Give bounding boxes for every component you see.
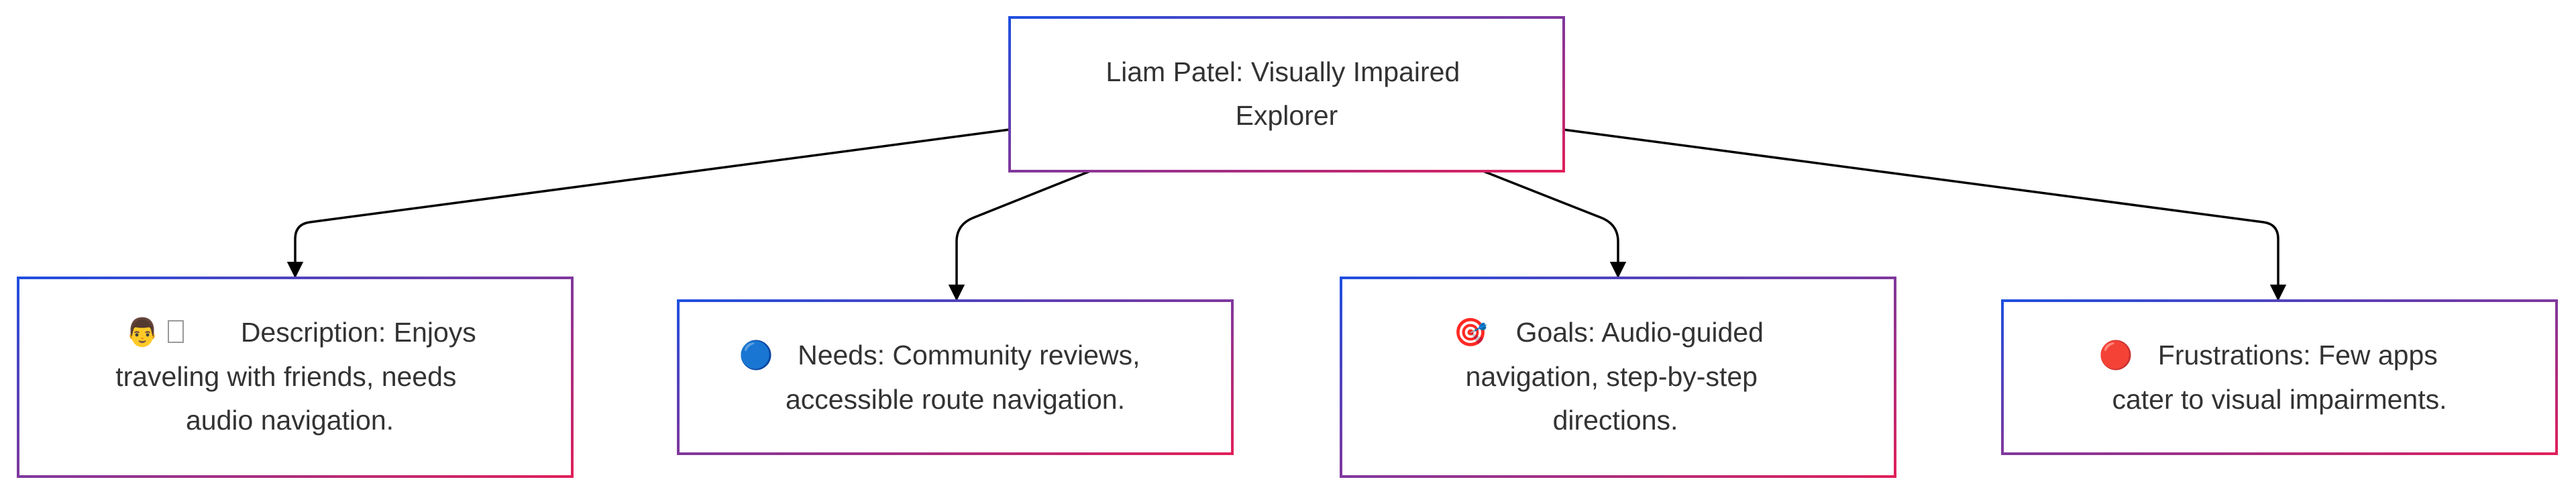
goals-node: 🎯 Goals: Audio-guided navigation, step-b… bbox=[1340, 277, 1896, 478]
edge-root-to-frustrations bbox=[1562, 128, 2287, 301]
needs-node: 🔵 Needs: Community reviews, accessible r… bbox=[677, 299, 1234, 455]
missing-glyph-icon bbox=[168, 320, 184, 343]
root-node-box bbox=[1008, 16, 1565, 172]
svg-text:🔵 Needs: Community revi: 🔵 Needs: Community reviews, accessible r… bbox=[739, 339, 1148, 415]
edge-root-to-description bbox=[286, 128, 1010, 279]
needs-node-box bbox=[677, 299, 1234, 455]
needs-line-1: Needs: Community reviews, bbox=[798, 340, 1140, 370]
description-node-box bbox=[17, 277, 574, 478]
description-node: 👨 Description: Enjoys traveling with fri… bbox=[17, 277, 574, 478]
frustrations-node: 🔴 Frustrations: Few apps cater to visual… bbox=[2001, 299, 2558, 455]
goals-line-3: directions. bbox=[1553, 405, 1678, 436]
needs-line-2: accessible route navigation. bbox=[786, 384, 1125, 415]
svg-text:🔴 Frustrations: Few app: 🔴 Frustrations: Few apps cater to visual… bbox=[2099, 339, 2447, 415]
edge-root-to-needs bbox=[948, 170, 1091, 301]
connectors bbox=[286, 128, 2287, 301]
man-icon: 👨 bbox=[125, 316, 160, 348]
target-icon: 🎯 bbox=[1454, 316, 1488, 348]
blue-circle-icon: 🔵 bbox=[739, 339, 773, 371]
goals-line-1: Goals: Audio-guided bbox=[1516, 317, 1764, 348]
description-line-2: traveling with friends, needs bbox=[115, 361, 456, 392]
svg-text:🎯 Goals: Audio-guided: 🎯 Goals: Audio-guided navigation, step-b… bbox=[1454, 316, 1772, 436]
frustrations-line-2: cater to visual impairments. bbox=[2112, 384, 2447, 415]
edge-root-to-goals bbox=[1483, 170, 1627, 279]
svg-text:Liam Patel: Visually Impaired: Liam Patel: Visually Impaired Explorer bbox=[1106, 56, 1467, 131]
root-title-line-1: Liam Patel: Visually Impaired bbox=[1106, 56, 1460, 87]
goals-node-box bbox=[1340, 277, 1896, 478]
frustrations-line-1: Frustrations: Few apps bbox=[2158, 340, 2438, 370]
root-node: Liam Patel: Visually Impaired Explorer bbox=[1008, 16, 1565, 172]
red-circle-icon: 🔴 bbox=[2099, 339, 2133, 371]
root-title-line-2: Explorer bbox=[1236, 100, 1338, 131]
svg-text:👨 Description: Enjoys: 👨 Description: Enjoys traveling with fri… bbox=[115, 316, 484, 436]
description-line-3: audio navigation. bbox=[186, 405, 394, 436]
frustrations-node-box bbox=[2001, 299, 2558, 455]
description-line-1: Description: Enjoys bbox=[241, 317, 476, 348]
goals-line-2: navigation, step-by-step bbox=[1466, 361, 1758, 392]
